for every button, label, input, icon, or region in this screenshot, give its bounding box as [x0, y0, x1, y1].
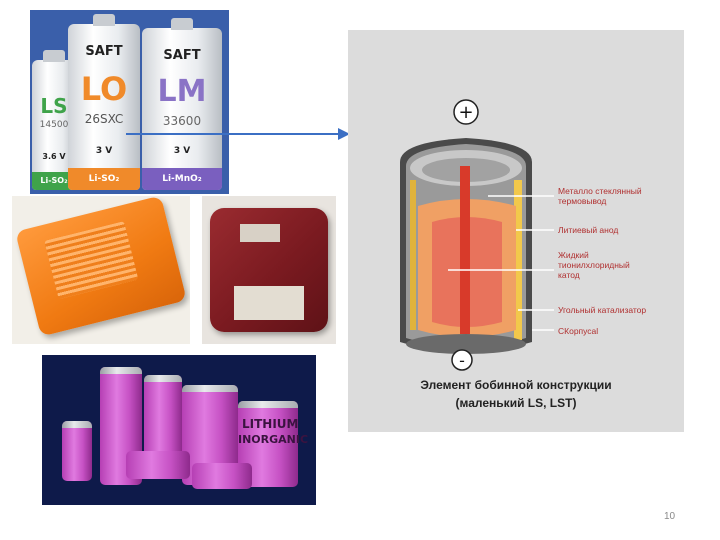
label-terminal: Металло стеклянный термовывод — [558, 186, 642, 206]
cell-terminal — [144, 375, 182, 382]
red-pack-label — [240, 224, 280, 242]
cell-cutaway-drawing: + - — [400, 99, 554, 371]
battery-voltage: 3.6 V — [42, 152, 66, 161]
minus-terminal-icon: - — [459, 351, 465, 370]
red-battery-pack-photo — [202, 196, 336, 344]
battery-cap — [171, 18, 193, 30]
saft-batteries-photo: LS 14500 3.6 V Li-SO₂ SAFT LO 26SXC 3 V … — [30, 10, 229, 194]
battery-brand: SAFT — [163, 48, 201, 63]
battery-chemistry-band: Li-SO₂ — [68, 168, 140, 190]
battery-lm-cell: SAFT LM 33600 3 V Li-MnO₂ — [142, 18, 222, 190]
battery-brand: SAFT — [85, 44, 123, 59]
label-catalyst: Угольный катализатор — [558, 305, 647, 315]
battery-model: LO — [80, 70, 128, 108]
cell-terminal — [100, 367, 142, 374]
battery-model: LM — [157, 74, 207, 109]
cell-terminal — [182, 385, 238, 392]
battery-voltage: 3 V — [173, 146, 191, 156]
battery-cap — [93, 14, 115, 26]
battery-model: LS — [40, 94, 68, 118]
battery-number: 26SXC — [84, 112, 124, 126]
battery-cap — [43, 50, 65, 62]
bobbin-cell-diagram: + - Металло стеклянный термовывод Л — [348, 30, 684, 432]
page-number: 10 — [664, 511, 676, 522]
battery-voltage: 3 V — [95, 146, 113, 156]
orange-battery-pack-photo — [12, 196, 190, 344]
red-pack-body — [210, 208, 328, 332]
label-case: СКорпусаl — [558, 326, 599, 336]
battery-lo-cell: SAFT LO 26SXC 3 V Li-SO₂ — [68, 14, 140, 190]
plus-terminal-icon: + — [458, 102, 473, 123]
battery-chemistry-band: Li-MnO₂ — [142, 168, 222, 190]
battery-number: 33600 — [162, 114, 202, 128]
lithium-label: LITHIUM — [242, 417, 299, 431]
purple-cell — [62, 421, 92, 481]
cell-terminal — [62, 421, 92, 428]
red-pack-label-lower — [234, 286, 304, 320]
label-cathode: Жидкий тионилхлоридный катод — [558, 250, 630, 280]
purple-cell — [126, 451, 190, 479]
tadiran-batteries-photo: LITHIUM INORGANIC — [42, 355, 316, 505]
leader-lines — [448, 195, 554, 331]
diagram-caption-line2: (маленький LS, LST) — [455, 396, 577, 410]
orange-pack-body — [15, 196, 187, 337]
orange-pack-label — [44, 221, 139, 300]
inorganic-label: INORGANIC — [238, 433, 309, 446]
diagram-caption-line1: Элемент бобинной конструкции — [420, 378, 612, 392]
purple-cell — [192, 463, 252, 489]
battery-number: 14500 — [39, 120, 69, 130]
label-anode: Литиевый анод — [558, 225, 619, 235]
battery-chemistry-band: Li-SO₂ — [32, 172, 76, 190]
arrow-right-icon — [126, 128, 350, 140]
cell-terminal — [238, 401, 298, 408]
